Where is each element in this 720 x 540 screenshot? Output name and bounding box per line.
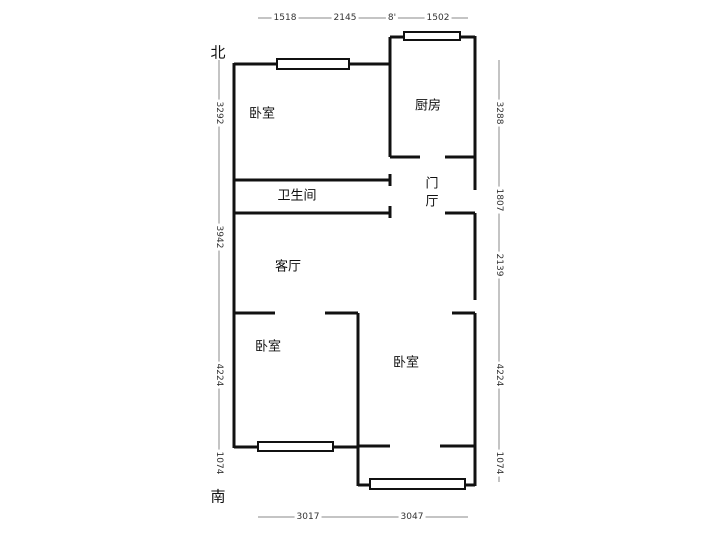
- room-label-hall-2: 厅: [425, 194, 439, 210]
- dim-top-2: 2145: [331, 13, 359, 23]
- window-north-bedroom: [276, 58, 350, 70]
- dim-bottom-1: 3017: [294, 512, 322, 522]
- dim-left-3: 4224: [214, 361, 224, 389]
- dim-left-4: 1074: [214, 449, 224, 477]
- dim-right-4: 4224: [494, 361, 504, 389]
- room-label-bedroom-southeast: 卧室: [392, 355, 420, 371]
- room-label-bedroom-north: 卧室: [248, 106, 276, 122]
- dim-right-2: 1807: [494, 186, 504, 214]
- dim-top-1: 1518: [271, 13, 299, 23]
- window-kitchen: [403, 31, 461, 41]
- dim-left-1: 3292: [214, 99, 224, 127]
- dim-bottom-2: 3047: [398, 512, 426, 522]
- dim-top-4: 1502: [424, 13, 452, 23]
- room-label-living-room: 客厅: [274, 259, 302, 275]
- south-label: 南: [210, 487, 226, 506]
- dim-right-1: 3288: [494, 99, 504, 127]
- dim-top-3: 8': [385, 13, 399, 23]
- room-label-bedroom-southwest: 卧室: [254, 339, 282, 355]
- dim-right-5: 1074: [494, 449, 504, 477]
- room-label-hall-1: 门: [425, 176, 439, 192]
- window-southwest-bedroom: [257, 441, 334, 452]
- walls: [232, 35, 477, 487]
- windows: [257, 31, 466, 490]
- dim-right-3: 2139: [494, 251, 504, 279]
- north-label: 北: [210, 43, 226, 62]
- dim-left-2: 3942: [214, 223, 224, 251]
- room-label-bathroom: 卫生间: [277, 188, 317, 204]
- room-label-kitchen: 厨房: [414, 98, 442, 114]
- window-southeast-bedroom: [369, 478, 466, 490]
